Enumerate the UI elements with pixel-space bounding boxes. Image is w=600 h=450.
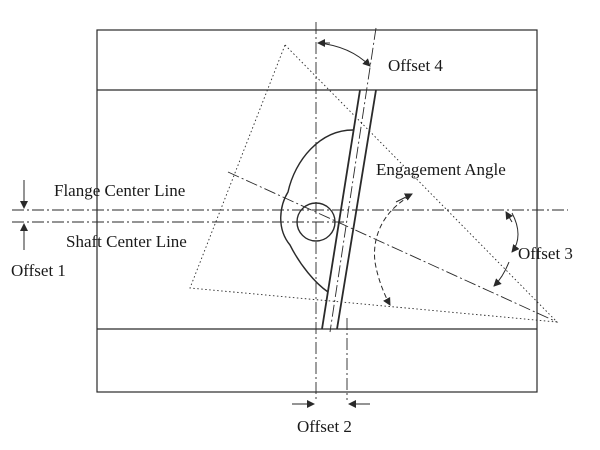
label-flange-center-line: Flange Center Line (54, 181, 185, 200)
label-shaft-center-line: Shaft Center Line (66, 232, 187, 251)
label-offset2: Offset 2 (297, 417, 352, 436)
offset4-arc (317, 42, 371, 67)
label-offset3: Offset 3 (518, 244, 573, 263)
flange-shape (280, 129, 354, 293)
offset3-arc (511, 212, 520, 253)
offset3-arc-lower (493, 261, 510, 287)
label-engagement-angle: Engagement Angle (376, 160, 506, 179)
engagement-angle-arc (373, 195, 411, 306)
label-offset1: Offset 1 (11, 261, 66, 280)
blade-line-left (321, 89, 361, 330)
outer-frame (96, 29, 538, 393)
engagement-angle-arrow-start (395, 193, 413, 203)
label-offset4: Offset 4 (388, 56, 443, 75)
tilted-center-line (329, 27, 377, 333)
engagement-diagonal-line (227, 171, 558, 323)
offset3-arrow-top (505, 211, 514, 223)
dotted-rotated-square (189, 44, 559, 323)
blade-line-right (336, 89, 377, 330)
